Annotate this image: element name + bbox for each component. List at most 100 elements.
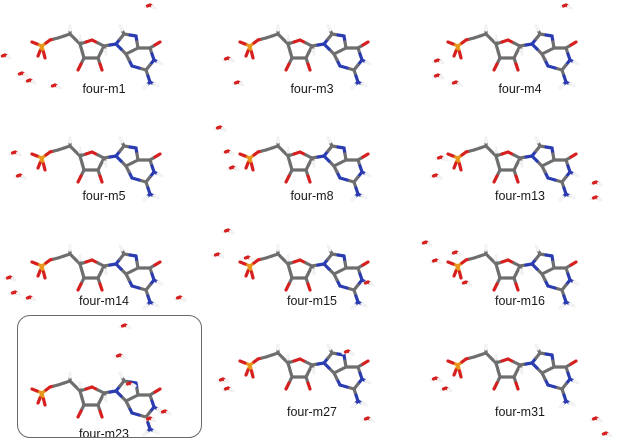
bond <box>457 270 463 280</box>
hydrogen-bond <box>118 371 124 379</box>
hydrogen-bond <box>558 83 565 90</box>
panel-four-m14: four-m14 <box>0 222 208 332</box>
bond <box>514 62 520 72</box>
hydrogen-bond <box>156 172 164 178</box>
bond <box>76 62 83 72</box>
bond <box>322 154 331 163</box>
water-bond <box>228 57 235 63</box>
panel-four-m23: four-m23 <box>0 323 208 443</box>
water-bond <box>446 387 453 393</box>
bond <box>124 52 131 62</box>
bond <box>530 262 539 271</box>
hydrogen-bond <box>519 367 524 375</box>
bond <box>244 161 250 170</box>
bond <box>98 174 104 184</box>
bond <box>569 359 578 366</box>
molecule-group <box>30 24 164 90</box>
molecule-group <box>446 244 580 310</box>
bond <box>514 174 520 184</box>
molecule-group <box>446 24 580 90</box>
panel-four-m3: four-m3 <box>208 10 416 120</box>
bond <box>452 269 458 278</box>
molecule-structure <box>213 125 372 202</box>
bond <box>332 272 339 282</box>
hydrogen-bond <box>118 136 124 144</box>
water-bond <box>441 156 448 162</box>
panel-label: four-m15 <box>286 294 338 308</box>
bond <box>492 62 499 72</box>
bond <box>457 369 463 379</box>
water-bond <box>436 377 443 383</box>
bond <box>41 162 47 172</box>
water-bond <box>233 166 240 172</box>
bond <box>124 272 131 282</box>
bond <box>514 282 520 292</box>
bond <box>36 49 42 58</box>
bond <box>530 361 539 370</box>
hydrogen-bond <box>118 24 124 32</box>
bond <box>124 164 131 174</box>
bond <box>332 164 339 174</box>
hydrogen-bond <box>156 280 164 286</box>
bond <box>114 262 123 271</box>
hydrogen-bond <box>326 136 332 144</box>
bond <box>452 161 458 170</box>
bond <box>153 152 162 159</box>
panel-label: four-m8 <box>290 189 334 203</box>
panel-label: four-m3 <box>290 82 334 96</box>
hydrogen-bond <box>572 379 580 385</box>
water-bond <box>165 410 172 416</box>
hydrogen-bond <box>534 343 540 351</box>
water-bond <box>606 432 613 438</box>
bond <box>36 396 42 405</box>
panel-label: four-m16 <box>494 294 546 308</box>
molecule-group <box>30 136 164 202</box>
water-bond <box>120 354 127 360</box>
bond <box>540 272 547 282</box>
hydrogen-bond <box>156 60 164 66</box>
water-bond <box>55 84 62 90</box>
water-bond <box>15 151 22 157</box>
hydrogen-bond <box>364 172 372 178</box>
molecule-structure <box>419 240 580 310</box>
hydrogen-bond <box>103 48 108 56</box>
water-bond <box>456 81 463 87</box>
water-bond <box>368 281 375 287</box>
water-molecules <box>8 150 27 180</box>
water-bond <box>22 72 29 78</box>
bond <box>114 154 123 163</box>
water-bond <box>466 281 473 287</box>
bond <box>446 260 455 266</box>
bond <box>30 152 39 158</box>
hydrogen-bond <box>534 244 540 252</box>
hydrogen-bond <box>558 195 565 202</box>
highlight-frame <box>17 315 202 438</box>
bond <box>36 161 42 170</box>
panel-label: four-m14 <box>78 294 130 308</box>
water-bond <box>438 59 445 65</box>
bond <box>569 152 578 159</box>
bond <box>114 42 123 51</box>
hydrogen-bond <box>360 401 368 407</box>
hydrogen-bond <box>326 244 332 252</box>
bond <box>30 40 39 46</box>
bond <box>361 260 370 267</box>
panel-label: four-m27 <box>286 405 338 419</box>
bond <box>457 50 463 60</box>
water-bond <box>596 196 603 202</box>
panel-label: four-m13 <box>494 189 546 203</box>
water-molecules <box>213 125 240 172</box>
water-molecules <box>0 3 157 90</box>
hydrogen-bond <box>311 268 316 276</box>
bond <box>41 397 47 407</box>
hydrogen-bond <box>142 83 149 90</box>
hydrogen-bond <box>350 195 357 202</box>
water-bond <box>223 378 230 384</box>
bond <box>76 174 83 184</box>
hydrogen-bond <box>152 302 160 308</box>
bond <box>76 282 83 292</box>
water-bond <box>125 324 132 330</box>
hydrogen-bond <box>326 343 332 351</box>
bond <box>540 371 547 381</box>
